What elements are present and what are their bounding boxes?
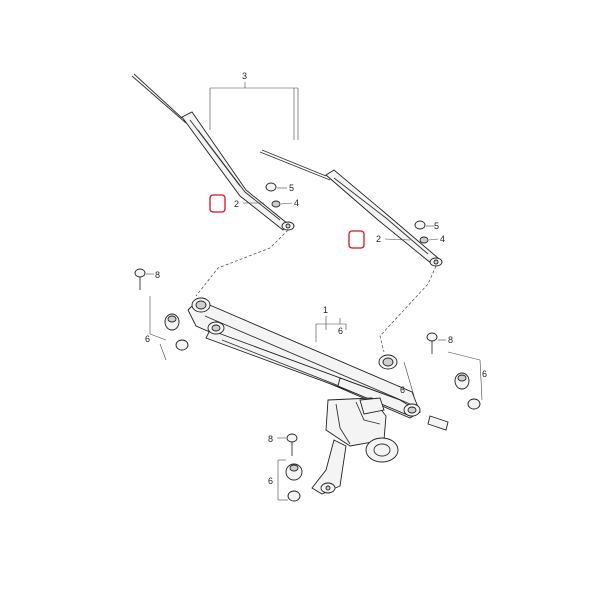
fit-line-right [379,265,437,353]
callout-6-on-1: 6 [338,326,343,336]
callout-1-bracket: 1 6 [315,305,347,342]
callout-2-left: 2 [234,199,239,209]
callout-4-left: 4 [294,198,299,208]
callout-6-left: 6 [145,334,150,344]
callout-3-bracket: 3 [209,71,299,140]
callout-6-right: 6 [482,369,487,379]
motor-bracket [311,439,347,495]
callout-8-left: 8 [155,270,160,280]
callout-5-right: 5 [434,221,439,231]
highlight-box-right [348,230,365,249]
callout-4-right: 4 [440,234,445,244]
mount-hardware-right: 8 6 6 [400,332,487,410]
nut-cap-right: 5 4 [414,220,445,244]
callout-8-bottom: 8 [268,434,273,444]
callout-5-left: 5 [289,183,294,193]
callout-6-bottom: 6 [268,476,273,486]
mount-hardware-left: 8 6 [134,268,189,361]
callout-2-right: 2 [376,234,381,244]
nut-cap-left: 5 4 [265,182,299,208]
wiper-arm-right [259,149,443,267]
callout-1-label: 1 [323,305,328,315]
callout-3-label: 3 [242,71,247,81]
linkage-frame [187,297,449,431]
callout-6-center: 6 [400,385,405,395]
mount-hardware-bottom: 8 6 [268,433,303,502]
wiper-motor [325,397,399,463]
callout-8-right: 8 [448,335,453,345]
fit-line-left [195,229,289,297]
wiper-arm-left [131,73,295,231]
highlight-box-left [209,194,226,213]
